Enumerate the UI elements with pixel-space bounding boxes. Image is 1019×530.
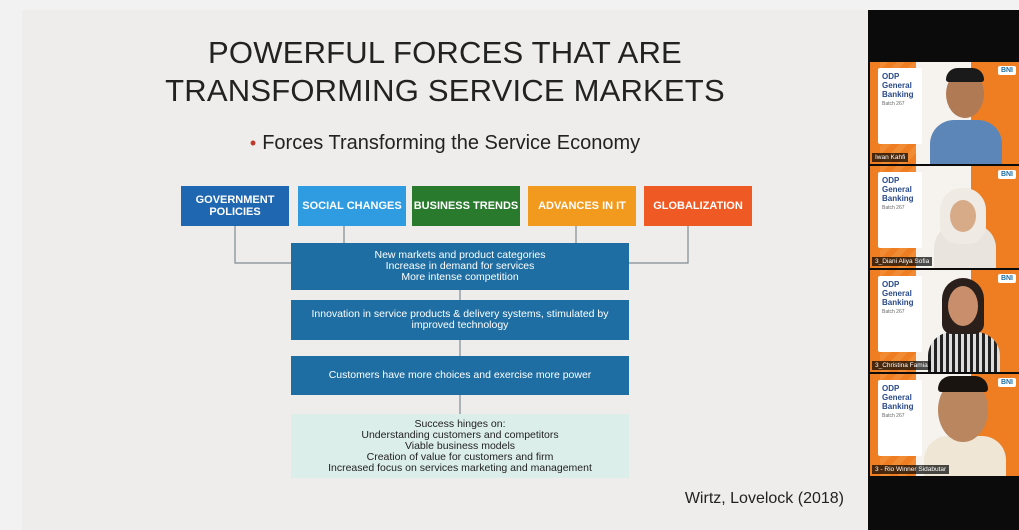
- flow-box-innovation: Innovation in service products & deliver…: [291, 300, 629, 340]
- slide-title: POWERFUL FORCES THAT ARE TRANSFORMING SE…: [22, 34, 868, 110]
- force-label: GOVERNMENT POLICIES: [195, 194, 275, 218]
- participant-video-tile[interactable]: ODP General Banking Batch 267 BNI 3_Dian…: [870, 166, 1019, 268]
- participant-name: 3 - Rio Winner Sidabutar: [872, 465, 950, 474]
- participant-face: [950, 200, 976, 232]
- participant-video-tile[interactable]: ODP General Banking Batch 267 BNI Iwan K…: [870, 62, 1019, 164]
- bullet-dot-icon: •: [249, 133, 257, 153]
- participant-face: [948, 286, 978, 326]
- participant-hair: [938, 376, 988, 392]
- connector-lines: [234, 226, 689, 414]
- participant-hair: [946, 68, 984, 82]
- slide-title-line-1: POWERFUL FORCES THAT ARE: [208, 35, 682, 70]
- slide-bullet-text: Forces Transforming the Service Economy: [262, 132, 641, 154]
- program-card: ODP General Banking Batch 267: [878, 68, 922, 144]
- flow-line: Viable business models: [404, 439, 516, 452]
- force-box-business-trends: BUSINESS TRENDS: [412, 186, 520, 226]
- flow-line: Innovation in service products & deliver…: [311, 308, 609, 320]
- program-card-sub: Batch 267: [882, 309, 905, 315]
- flow-box-success: Success hinges on: Understanding custome…: [291, 414, 629, 478]
- flow-line: Customers have more choices and exercise…: [328, 369, 592, 381]
- bni-logo-icon: BNI: [997, 66, 1016, 75]
- participant-name: 3_Christina Famia: [872, 361, 931, 370]
- force-label: BUSINESS TRENDS: [413, 200, 519, 212]
- program-card: ODP General Banking Batch 267: [878, 276, 922, 352]
- force-label: SOCIAL CHANGES: [302, 200, 402, 212]
- flow-box-customers: Customers have more choices and exercise…: [291, 356, 629, 395]
- program-card-sub: Batch 267: [882, 413, 905, 419]
- program-card: ODP General Banking Batch 267: [878, 172, 922, 248]
- flow-line: Success hinges on:: [414, 417, 506, 430]
- participant-body: [928, 332, 1000, 372]
- force-label: ADVANCES IN IT: [538, 200, 626, 212]
- slide-bullet: •Forces Transforming the Service Economy: [22, 132, 868, 155]
- bni-logo-icon: BNI: [997, 378, 1016, 387]
- force-box-advances-in-it: ADVANCES IN IT: [528, 186, 636, 226]
- bni-logo-icon: BNI: [997, 274, 1016, 283]
- participant-video-tile[interactable]: ODP General Banking Batch 267 BNI 3_Chri…: [870, 270, 1019, 372]
- force-box-globalization: GLOBALIZATION: [644, 186, 752, 226]
- slide-title-line-2: TRANSFORMING SERVICE MARKETS: [165, 73, 725, 108]
- force-box-government-policies: GOVERNMENT POLICIES: [181, 186, 289, 226]
- participant-body: [930, 120, 1002, 164]
- program-card-sub: Batch 267: [882, 101, 905, 107]
- program-card-title: ODP General Banking: [882, 384, 914, 411]
- flow-box-markets: New markets and product categories Incre…: [291, 243, 629, 290]
- flow-line: Understanding customers and competitors: [361, 428, 559, 441]
- program-card-title: ODP General Banking: [882, 176, 914, 203]
- flow-line: New markets and product categories: [374, 249, 546, 261]
- program-card-sub: Batch 267: [882, 205, 905, 211]
- flow-line: Creation of value for customers and firm: [366, 450, 554, 463]
- bni-logo-icon: BNI: [997, 170, 1016, 179]
- participant-name: 3_Diani Aliya Sofia: [872, 257, 933, 266]
- program-card-title: ODP General Banking: [882, 72, 914, 99]
- program-card-title: ODP General Banking: [882, 280, 914, 307]
- flow-line: Increase in demand for services: [385, 260, 535, 272]
- flow-line: More intense competition: [401, 271, 519, 283]
- flow-line: Increased focus on services marketing an…: [328, 461, 592, 474]
- participant-video-tile[interactable]: ODP General Banking Batch 267 BNI 3 - Ri…: [870, 374, 1019, 476]
- presentation-slide: POWERFUL FORCES THAT ARE TRANSFORMING SE…: [22, 10, 868, 530]
- force-label: GLOBALIZATION: [653, 200, 743, 212]
- force-box-social-changes: SOCIAL CHANGES: [298, 186, 406, 226]
- participant-name: Iwan Kahfi: [872, 153, 909, 162]
- slide-citation: Wirtz, Lovelock (2018): [684, 490, 844, 507]
- program-card: ODP General Banking Batch 267: [878, 380, 922, 456]
- flow-line: improved technology: [411, 319, 509, 331]
